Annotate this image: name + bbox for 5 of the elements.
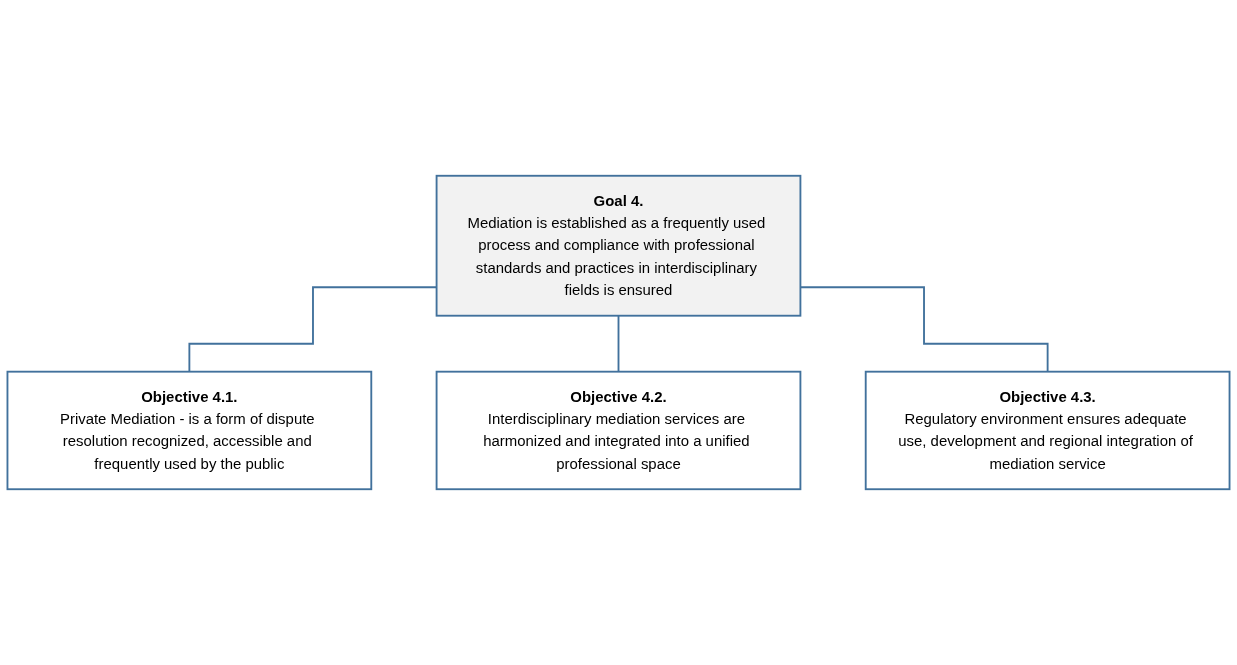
node-box: Objective 4.1. Private Mediation - is a form of dispute resolution recognized, accessible and frequently used by the public — [6, 370, 373, 491]
connector — [617, 314, 620, 373]
node-box: Goal 4. Mediation is established as a frequently used process and compliance with professional standards and practices in interdisciplinary fields is ensured — [435, 174, 802, 317]
node-box: Objective 4.2. Interdisciplinary mediation services are harmonized and integrated into a unified professional space — [435, 370, 802, 491]
node-box: Objective 4.3. Regulatory environment ensures adequate use, development and regional integration of mediation service — [864, 370, 1231, 491]
